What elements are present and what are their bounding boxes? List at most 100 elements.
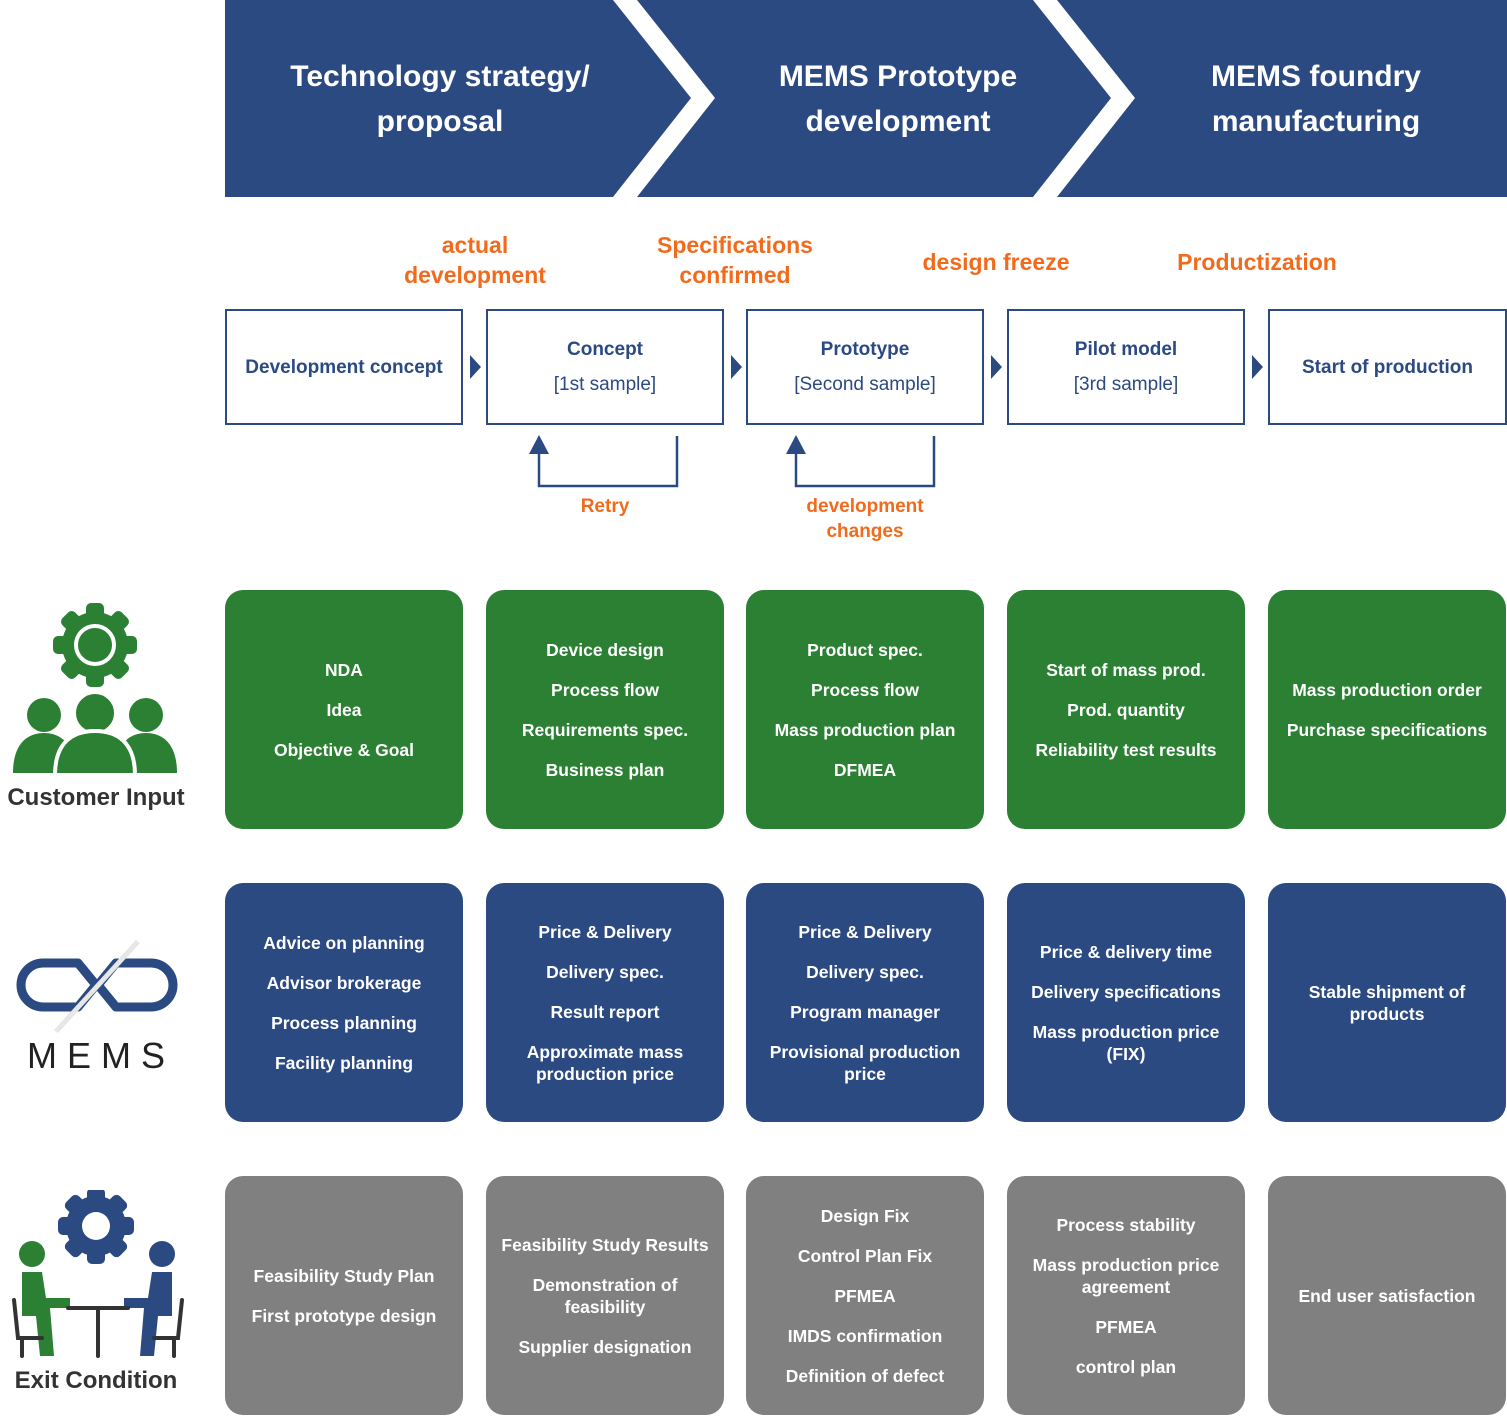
phase-foundry-manufacturing: MEMS foundry manufacturing [1125,0,1507,197]
loop-label-retry: Retry [555,494,655,519]
right-arrow-icon [470,355,481,379]
card-item: Requirements spec. [521,719,689,740]
milestone-line1: Specifications [657,232,813,258]
right-arrow-icon [1252,355,1263,379]
milestone-productization: Productization [1157,247,1357,277]
loop-label-line2: changes [826,521,904,542]
phase-technology-strategy: Technology strategy/proposal [225,0,655,197]
card-item: Delivery spec. [546,961,664,982]
card-item: Objective & Goal [273,739,415,760]
card-item: Process flow [811,679,919,700]
card-item: Start of mass prod. [1046,659,1206,680]
milestone-line2: confirmed [679,262,791,288]
development-changes-loop-arrow-icon [786,435,936,488]
meeting-gear-icon [12,1190,184,1358]
stage-title: Start of production [1302,356,1473,378]
stage-start-of-production: Start of production [1268,309,1507,425]
loop-label-line1: development [806,496,924,517]
stage-concept: Concept [1st sample] [486,309,724,425]
stage-subtitle: [1st sample] [553,374,657,395]
row-label-mems: MEMS [27,1035,175,1076]
card-item: Process planning [271,1012,417,1033]
stage-title: Concept [567,339,643,360]
card-item: Device design [546,639,664,660]
card-item: Price & delivery time [1039,941,1213,962]
card-item: Program manager [790,1001,940,1022]
stage-title: Pilot model [1074,339,1178,360]
card-item: Feasibility Study Plan [253,1265,435,1286]
card-item: Advisor brokerage [266,972,422,993]
stage-subtitle: [Second sample] [794,374,936,395]
mems-logo-icon [16,940,178,1033]
phase-title-line1: MEMS foundry [1211,59,1421,93]
right-arrow-icon [991,355,1002,379]
card-item: Prod. quantity [1067,699,1185,720]
milestone-line1: Productization [1177,249,1337,275]
retry-loop-arrow-icon [529,435,679,488]
mems-card: Stable shipment of products [1268,883,1506,1122]
card-item: PFMEA [834,1285,896,1306]
card-item: Mass production price agreement [1032,1254,1220,1297]
chevron-divider-1 [613,0,715,197]
card-item: Advice on planning [263,932,425,953]
card-item: Provisional production price [769,1041,961,1084]
phase-title-line2: development [805,104,991,138]
phase-title-line1: Technology strategy/ [290,59,590,93]
stage-pilot-model: Pilot model [3rd sample] [1007,309,1245,425]
card-item: Delivery spec. [806,961,924,982]
stage-title: Development concept [245,356,443,378]
phase-banner [225,0,1507,197]
card-item: IMDS confirmation [787,1325,943,1346]
card-item: Design Fix [820,1205,910,1226]
card-item: Idea [326,699,362,720]
card-item: Purchase specifications [1286,719,1488,740]
card-item: Mass production price (FIX) [1032,1021,1220,1064]
card-item: PFMEA [1095,1316,1157,1337]
loop-label-development-changes: development changes [785,494,945,544]
card-item: Process stability [1056,1214,1196,1235]
row-label-exit-condition: Exit Condition [14,1367,178,1394]
card-item: Result report [550,1001,660,1022]
stage-development-concept: Development concept [225,309,463,425]
stage-prototype: Prototype [Second sample] [746,309,984,425]
stage-title: Prototype [820,339,910,360]
card-item: Price & Delivery [538,921,672,942]
milestone-actual-development: actual development [375,230,575,290]
card-item: Control Plan Fix [797,1245,933,1266]
card-item: NDA [325,659,363,680]
card-item: Reliability test results [1035,739,1217,760]
card-item: Definition of defect [785,1365,945,1386]
card-item: Business plan [545,759,665,780]
card-item: Delivery specifications [1031,981,1221,1002]
customer-group-gear-icon [13,603,177,775]
phase-title-line2: manufacturing [1211,104,1421,138]
phase-title-line2: proposal [376,104,504,138]
row-label-customer-input: Customer Input [7,784,185,811]
card-item: Facility planning [274,1052,414,1073]
card-item: Stable shipment of products [1308,981,1466,1024]
milestone-line1: design freeze [922,249,1070,275]
card-item: Feasibility Study Results [501,1234,709,1255]
milestone-design-freeze: design freeze [896,247,1096,277]
card-item: Demonstration of feasibility [532,1274,678,1317]
card-item: First prototype design [251,1305,437,1326]
card-item: control plan [1075,1356,1177,1377]
stage-subtitle: [3rd sample] [1073,374,1179,395]
exit-condition-card: End user satisfaction [1268,1176,1506,1415]
card-item: Process flow [551,679,659,700]
milestone-line2: development [404,262,546,288]
loop-label-line1: Retry [580,496,630,517]
card-item: Product spec. [807,639,923,660]
